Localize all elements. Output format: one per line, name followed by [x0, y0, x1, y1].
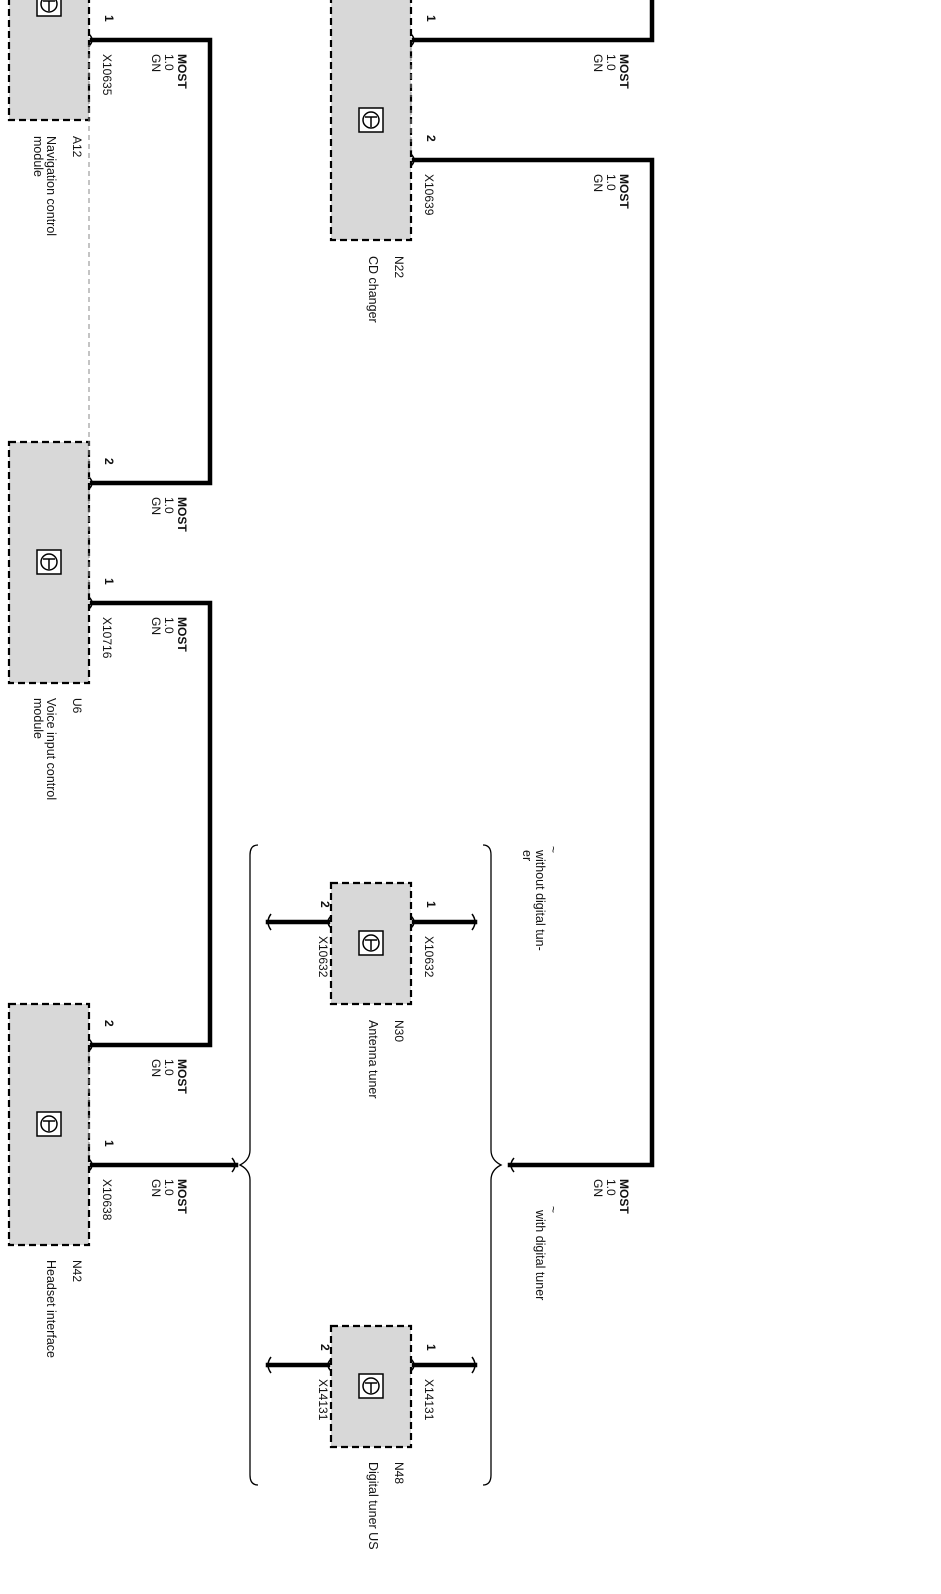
wire-type: MOST: [175, 497, 189, 532]
control-unit-icon: [36, 549, 62, 575]
component-name: module: [31, 698, 45, 739]
box-a12: [7, 0, 91, 122]
connector-label: X10632: [316, 936, 330, 978]
wire-type: MOST: [175, 1059, 189, 1094]
wire-end-n30-1: [471, 913, 476, 931]
wire-color: GN: [591, 1179, 605, 1197]
connector-tails: [88, 33, 515, 1374]
wire-type: MOST: [617, 54, 631, 89]
wire-end-n48-1: [471, 1356, 476, 1374]
pin-label: 2: [102, 458, 116, 465]
component-name: CD changer: [366, 256, 380, 323]
wire-n22-top: [411, 0, 655, 43]
pin-label: 2: [318, 1344, 332, 1351]
wire-type: MOST: [175, 54, 189, 89]
wire-type: MOST: [175, 1179, 189, 1214]
wire-size: 1.0: [162, 1059, 176, 1076]
control-unit-icon: [358, 107, 384, 133]
component-id: A12: [70, 136, 84, 158]
component-id: N22: [392, 256, 406, 278]
component-name: Antenna tuner: [366, 1020, 380, 1099]
brace-left-lower: [249, 1180, 259, 1486]
pin-label: 1: [424, 15, 438, 22]
wire-type: MOST: [617, 174, 631, 209]
pin-label: 1: [102, 578, 116, 585]
variant-without-label-cont: er: [520, 850, 534, 861]
pin-label: 1: [102, 15, 116, 22]
control-unit-icon: [358, 930, 384, 956]
wire-color: GN: [591, 54, 605, 72]
pin-label: 1: [102, 1140, 116, 1147]
variant-braces: [238, 844, 503, 1486]
brace-right-upper: [482, 844, 503, 1181]
pin-label: 2: [102, 1020, 116, 1027]
component-id: N48: [392, 1462, 406, 1484]
wire-color: GN: [149, 54, 163, 72]
connector-label: X10716: [100, 617, 114, 659]
variant-without-label: without digital tun-: [533, 849, 547, 951]
component-name: Headset interface: [44, 1260, 58, 1358]
connector-label: X10638: [100, 1179, 114, 1221]
wire-size: 1.0: [162, 497, 176, 514]
wire-color: GN: [149, 497, 163, 515]
component-id: U6: [70, 698, 84, 714]
wire-a12-u6: [89, 37, 213, 486]
wires: [89, 0, 655, 1368]
connector-label: X10639: [422, 174, 436, 216]
pin-label: 1: [424, 1344, 438, 1351]
wire-end-n30-2: [267, 913, 272, 931]
component-name: Voice input control: [44, 698, 58, 800]
component-name: module: [31, 136, 45, 177]
pin-label: 2: [318, 901, 332, 908]
wire-size: 1.0: [604, 54, 618, 71]
wire-color: GN: [591, 174, 605, 192]
wire-size: 1.0: [604, 174, 618, 191]
brace-left-upper: [238, 844, 259, 1181]
wire-size: 1.0: [604, 1179, 618, 1196]
variant-tilde: ~: [546, 1206, 560, 1213]
brace-right-lower: [482, 1180, 492, 1486]
wire-size: 1.0: [162, 1179, 176, 1196]
control-unit-icon: [36, 0, 62, 17]
labels: 1 X10635 MOST 1.0 GN A12 Navigation cont…: [31, 15, 631, 1550]
variant-tilde: ~: [546, 846, 560, 853]
control-unit-icon: [36, 1111, 62, 1137]
wire-size: 1.0: [162, 54, 176, 71]
wire-end-n42: [231, 1157, 236, 1173]
connector-label: X10635: [100, 54, 114, 96]
wire-n22-tuner: [411, 157, 655, 1168]
variant-with-label: with digital tuner: [533, 1209, 547, 1300]
component-name: Navigation control: [44, 136, 58, 236]
control-unit-icon: [358, 1373, 384, 1399]
wire-color: GN: [149, 1059, 163, 1077]
connector-label: X14131: [316, 1379, 330, 1421]
module-symbols: [36, 0, 384, 1399]
connector-label: X10632: [422, 936, 436, 978]
wire-u6-n42: [89, 600, 213, 1048]
wire-color: GN: [149, 1179, 163, 1197]
box-inner-guides: [88, 45, 412, 1158]
pin-label: 1: [424, 901, 438, 908]
wire-color: GN: [149, 617, 163, 635]
component-id: N42: [70, 1260, 84, 1282]
pin-label: 2: [424, 135, 438, 142]
wire-end-n48-2: [267, 1356, 272, 1374]
component-id: N30: [392, 1020, 406, 1042]
wire-type: MOST: [617, 1179, 631, 1214]
wire-size: 1.0: [162, 617, 176, 634]
component-name: Digital tuner US: [366, 1462, 380, 1550]
wire-type: MOST: [175, 617, 189, 652]
wire-end-tuner: [510, 1157, 515, 1173]
connector-label: X14131: [422, 1379, 436, 1421]
